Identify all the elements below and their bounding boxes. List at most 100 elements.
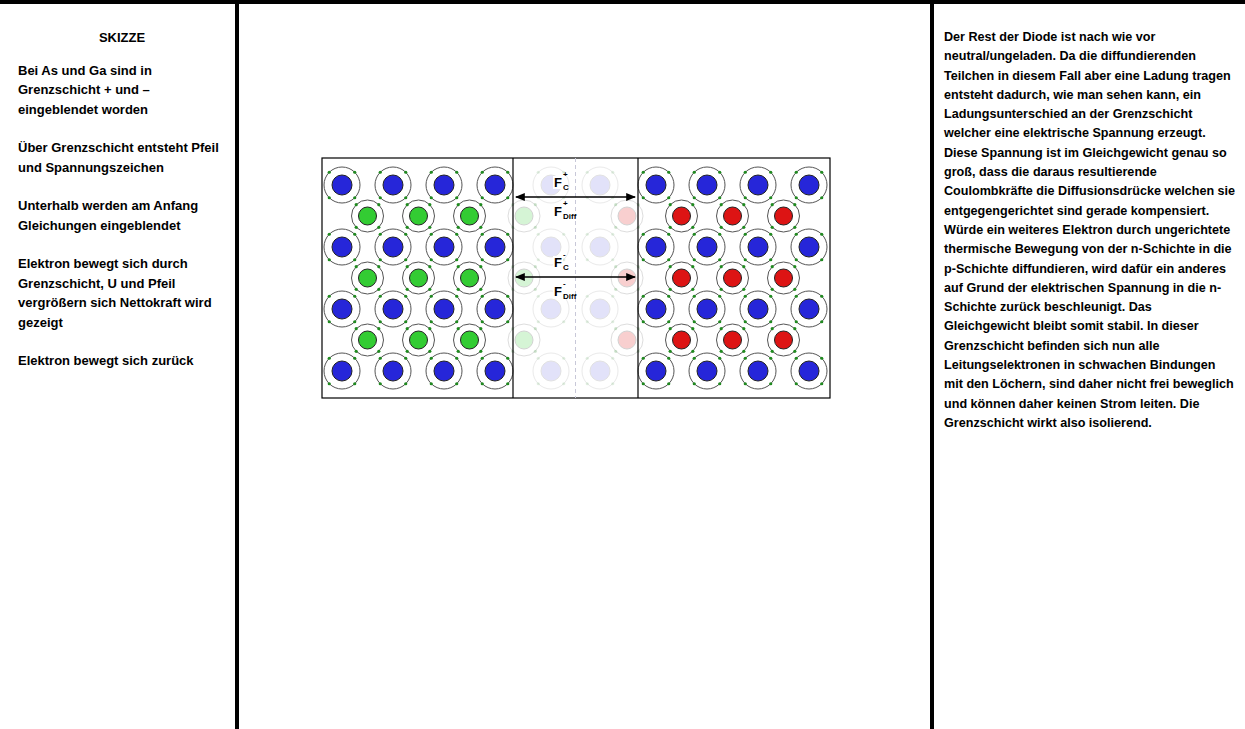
electron-dot [379, 233, 382, 236]
electron-dot [744, 295, 747, 298]
silicon-atom [590, 361, 610, 381]
electron-dot [669, 203, 672, 206]
electron-dot [693, 233, 696, 236]
electron-dot [744, 171, 747, 174]
junction-line [575, 158, 576, 398]
electron-dot [691, 265, 694, 268]
electron-dot [669, 288, 672, 291]
electron-shell [717, 200, 749, 232]
donor-atom [775, 331, 793, 349]
electron-dot [404, 233, 407, 236]
electron-dot [771, 288, 774, 291]
electron-dot [669, 226, 672, 229]
electron-dot [586, 320, 589, 323]
electron-dot [481, 382, 484, 385]
electron-dot [642, 196, 645, 199]
electron-dot [353, 258, 356, 261]
electron-dot [534, 203, 537, 206]
sketch-note: Über Grenzschicht entsteht Pfeil und Spa… [18, 138, 226, 177]
electron-dot [506, 382, 509, 385]
electron-dot [771, 203, 774, 206]
electron-dot [693, 196, 696, 199]
electron-shell [403, 262, 435, 294]
electron-dot [328, 382, 331, 385]
sketch-note: Elektron bewegt sich durch Grenzschicht,… [18, 254, 226, 332]
electron-dot [720, 265, 723, 268]
electron-shell [477, 229, 513, 265]
electron-dot [793, 203, 796, 206]
electron-dot [820, 171, 823, 174]
electron-shell [426, 229, 462, 265]
electron-dot [718, 295, 721, 298]
electron-dot [614, 265, 617, 268]
silicon-atom [748, 237, 768, 257]
electron-dot [534, 265, 537, 268]
force-symbol: F [553, 205, 563, 218]
electron-dot [455, 382, 458, 385]
electron-shell [324, 291, 360, 327]
electron-dot [377, 327, 380, 330]
electron-dot [537, 171, 540, 174]
electron-shell [477, 353, 513, 389]
electron-dot [586, 171, 589, 174]
electron-dot [614, 226, 617, 229]
silicon-atom [485, 361, 505, 381]
electron-shell [352, 200, 384, 232]
electron-dot [693, 295, 696, 298]
electron-dot [742, 327, 745, 330]
electron-dot [355, 288, 358, 291]
electron-shell [689, 353, 725, 389]
force-symbol: F [553, 256, 563, 269]
electron-dot [377, 226, 380, 229]
electron-dot [379, 320, 382, 323]
electron-dot [744, 196, 747, 199]
electron-dot [718, 233, 721, 236]
sketch-note: Unterhalb werden am Anfang Gleichungen e… [18, 196, 226, 235]
sketch-column: SKIZZEBei As und Ga sind in Grenzschicht… [18, 28, 226, 390]
electron-dot [537, 357, 540, 360]
electron-dot [667, 382, 670, 385]
electron-dot [328, 196, 331, 199]
electron-dot [642, 171, 645, 174]
electron-dot [428, 265, 431, 268]
electron-dot [769, 382, 772, 385]
electron-dot [479, 226, 482, 229]
electron-shell [375, 291, 411, 327]
electron-shell [352, 262, 384, 294]
electron-dot [720, 288, 723, 291]
acceptor-atom [461, 331, 479, 349]
electron-dot [506, 233, 509, 236]
electron-dot [586, 357, 589, 360]
electron-dot [667, 357, 670, 360]
force-symbol: F [553, 285, 563, 298]
acceptor-atom [410, 269, 428, 287]
electron-dot [693, 357, 696, 360]
electron-dot [718, 258, 721, 261]
force-index: C [562, 264, 570, 272]
electron-dot [537, 382, 540, 385]
electron-dot [795, 171, 798, 174]
electron-dot [614, 203, 617, 206]
electron-dot [744, 320, 747, 323]
electron-dot [744, 382, 747, 385]
electron-dot [404, 320, 407, 323]
electron-dot [642, 320, 645, 323]
electron-dot [430, 171, 433, 174]
electron-dot [771, 327, 774, 330]
electron-dot [481, 320, 484, 323]
electron-dot [534, 226, 537, 229]
donor-atom [618, 269, 636, 287]
electron-dot [406, 265, 409, 268]
electron-dot [379, 357, 382, 360]
silicon-atom [799, 237, 819, 257]
electron-shell [740, 229, 776, 265]
silicon-atom [541, 361, 561, 381]
electron-dot [795, 320, 798, 323]
silicon-atom [799, 299, 819, 319]
acceptor-atom [461, 207, 479, 225]
electron-dot [430, 233, 433, 236]
electron-dot [534, 288, 537, 291]
electron-dot [479, 265, 482, 268]
electron-dot [611, 357, 614, 360]
electron-dot [771, 350, 774, 353]
